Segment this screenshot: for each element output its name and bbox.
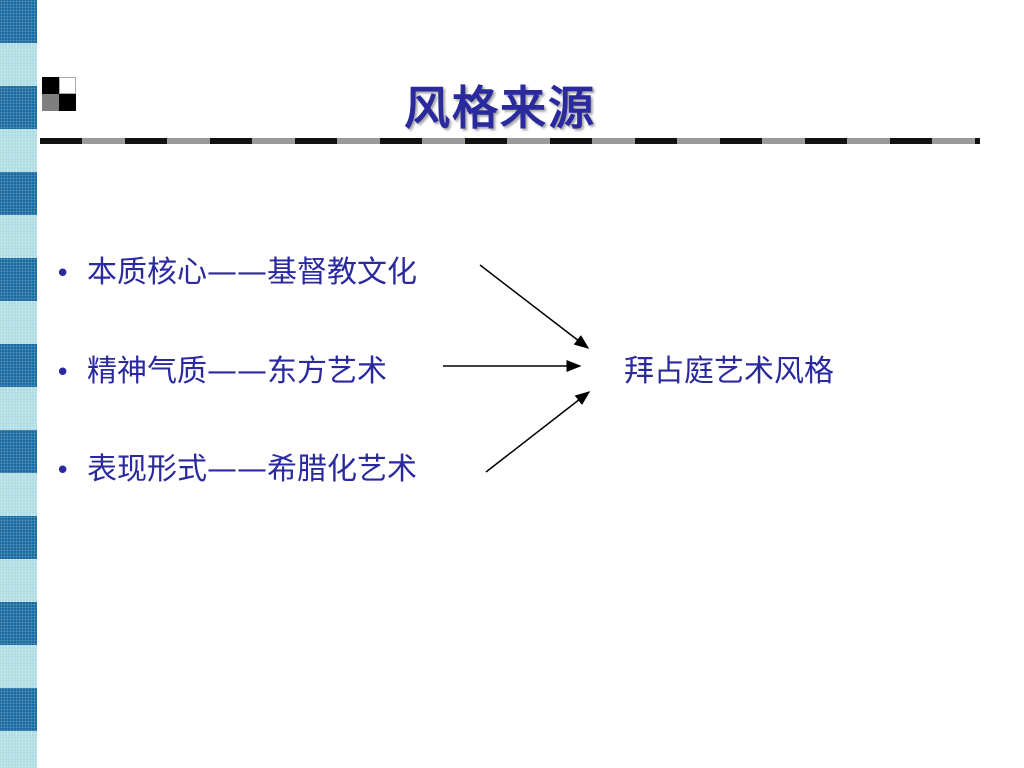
title-divider	[40, 138, 980, 144]
bullet-dot-icon: •	[55, 456, 71, 486]
arrow-bottom	[485, 391, 591, 473]
bullet-item-2: • 精神气质——东方艺术	[55, 346, 387, 390]
left-decorative-stripe	[0, 0, 37, 768]
bullet-text: 本质核心——基督教文化	[87, 255, 417, 290]
arrow-top	[479, 264, 590, 349]
bullet-item-3: • 表现形式——希腊化艺术	[55, 444, 417, 488]
bullet-text: 表现形式——希腊化艺术	[87, 452, 417, 487]
title-bullet-squares-icon	[42, 77, 76, 111]
bullet-item-1: • 本质核心——基督教文化	[55, 247, 417, 291]
bullet-dot-icon: •	[55, 358, 71, 388]
slide-title: 风格来源	[404, 81, 596, 135]
bullet-text: 精神气质——东方艺术	[87, 354, 387, 389]
result-label: 拜占庭艺术风格	[624, 354, 834, 389]
bullet-dot-icon: •	[55, 259, 71, 289]
